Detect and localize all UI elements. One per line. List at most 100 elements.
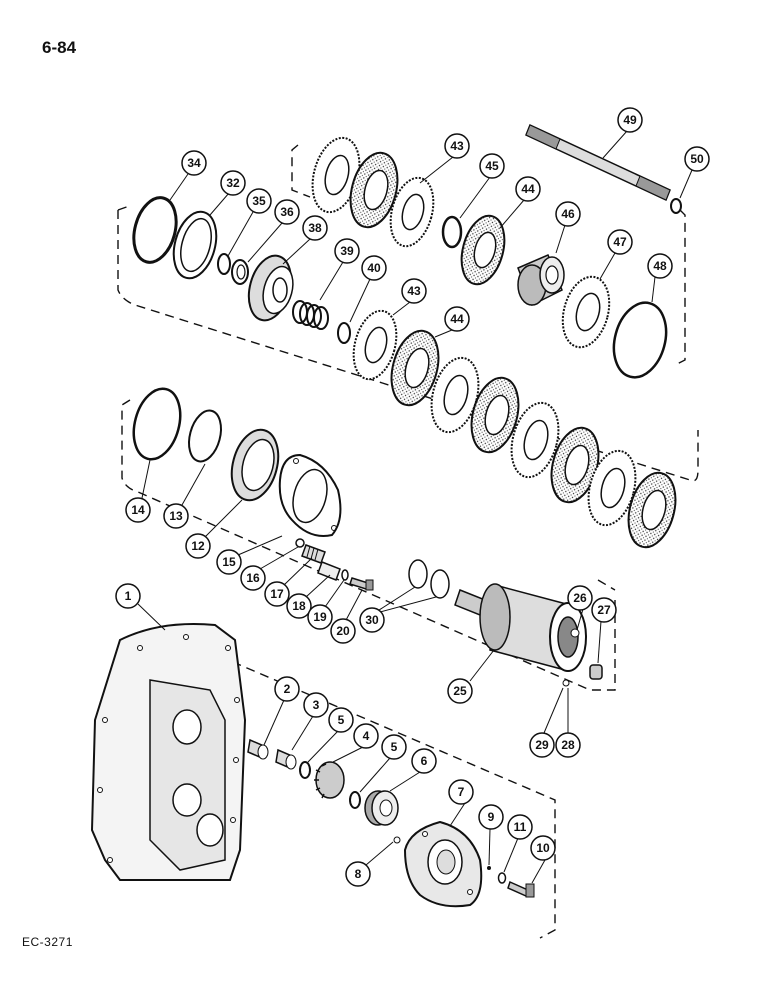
callout-44-b: 44 — [444, 306, 470, 332]
callout-39: 39 — [334, 238, 360, 264]
callout-14: 14 — [125, 497, 151, 523]
callout-label: 14 — [131, 503, 145, 517]
callout-label: 18 — [292, 599, 306, 613]
callout-label: 29 — [535, 738, 549, 752]
plug-27 — [589, 664, 603, 680]
callout-5: 5 — [328, 707, 354, 733]
thrust-washer-30b — [430, 569, 450, 599]
callout-label: 19 — [313, 610, 327, 624]
steel-plate — [587, 449, 637, 527]
bearing-6 — [364, 790, 399, 826]
figure-code: EC-3271 — [22, 935, 73, 949]
callout-25: 25 — [447, 678, 473, 704]
callout-26: 26 — [567, 585, 593, 611]
steel-plate-43 — [389, 176, 435, 248]
callout-label: 43 — [407, 284, 421, 298]
callout-16: 16 — [240, 565, 266, 591]
callout-label: 1 — [125, 589, 132, 603]
thrust-washer-30a — [408, 559, 428, 589]
callout-30: 30 — [359, 607, 385, 633]
callout-18: 18 — [286, 593, 312, 619]
o-ring-14 — [132, 387, 182, 461]
callout-label: 39 — [340, 244, 354, 258]
steel-plate — [430, 356, 480, 434]
callout-15: 15 — [216, 549, 242, 575]
callout-label: 49 — [623, 113, 637, 127]
bolt-10 — [507, 880, 535, 898]
callout-label: 36 — [280, 205, 294, 219]
hub-46 — [517, 254, 565, 307]
callout-20: 20 — [330, 618, 356, 644]
callout-32: 32 — [220, 170, 246, 196]
callout-27: 27 — [591, 597, 617, 623]
callout-29: 29 — [529, 732, 555, 758]
callout-label: 35 — [252, 194, 266, 208]
spring-17 — [301, 544, 326, 564]
o-ring-35 — [217, 253, 231, 275]
callout-19: 19 — [307, 604, 333, 630]
shaft-49 — [525, 123, 671, 202]
callout-44: 44 — [515, 176, 541, 202]
callout-6: 6 — [411, 748, 437, 774]
snap-ring-5b — [349, 791, 361, 809]
callout-7: 7 — [448, 779, 474, 805]
washer-11 — [497, 872, 507, 884]
callout-38: 38 — [302, 215, 328, 241]
steel-plate-47 — [561, 275, 611, 349]
callout-label: 44 — [450, 312, 464, 326]
snap-ring-50 — [670, 198, 682, 214]
callout-label: 43 — [450, 139, 464, 153]
callout-label: 10 — [536, 841, 550, 855]
callout-label: 6 — [421, 754, 428, 768]
callout-10: 10 — [530, 835, 556, 861]
callout-label: 46 — [561, 207, 575, 221]
piston-38 — [247, 254, 294, 322]
callout-2: 2 — [274, 676, 300, 702]
callout-label: 12 — [191, 539, 205, 553]
callout-43: 43 — [444, 133, 470, 159]
cover-7 — [403, 820, 483, 908]
callout-35: 35 — [246, 188, 272, 214]
friction-disc — [627, 471, 677, 549]
snap-ring-45 — [441, 215, 463, 249]
bushing-3 — [275, 748, 297, 770]
callout-label: 25 — [453, 684, 467, 698]
callout-36: 36 — [274, 199, 300, 225]
ball-9 — [487, 866, 491, 870]
callout-label: 26 — [573, 591, 587, 605]
steel-plate — [311, 136, 361, 214]
callout-48: 48 — [647, 253, 673, 279]
bearing-2 — [247, 738, 269, 760]
callout-label: 2 — [284, 682, 291, 696]
snap-ring-48 — [612, 301, 668, 379]
seal-ring-32 — [172, 210, 218, 280]
washer-19 — [341, 569, 349, 581]
friction-disc — [550, 426, 600, 504]
callout-label: 28 — [561, 738, 575, 752]
callout-17: 17 — [264, 581, 290, 607]
callout-label: 20 — [336, 624, 350, 638]
snap-ring-34 — [132, 196, 178, 264]
ring-29 — [562, 679, 570, 687]
callout-label: 30 — [365, 613, 379, 627]
callout-label: 17 — [270, 587, 284, 601]
leader-lines — [137, 130, 693, 884]
callout-34: 34 — [181, 150, 207, 176]
callout-9: 9 — [478, 804, 504, 830]
callout-11: 11 — [507, 814, 533, 840]
clutch-pack — [430, 356, 677, 549]
bolt-20 — [349, 577, 374, 591]
snap-ring-40 — [337, 322, 351, 344]
o-ring-13 — [188, 409, 222, 463]
plug-18 — [317, 561, 341, 581]
callout-13: 13 — [163, 503, 189, 529]
callout-label: 47 — [613, 235, 627, 249]
callout-5-b: 5 — [381, 734, 407, 760]
housing-1 — [90, 623, 247, 881]
gear-4 — [314, 761, 345, 799]
callout-label: 13 — [169, 509, 183, 523]
callout-50: 50 — [684, 146, 710, 172]
callout-label: 48 — [653, 259, 667, 273]
callout-label: 5 — [338, 713, 345, 727]
